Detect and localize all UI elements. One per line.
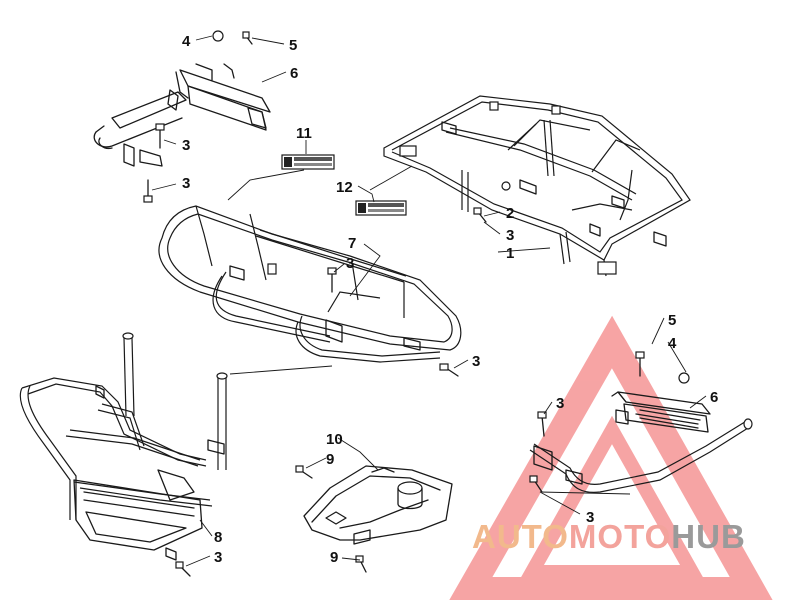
callout-5: 5 [289, 37, 297, 54]
leader-lines [151, 35, 707, 567]
front-bumper [19, 332, 228, 561]
watermark-wordmark: AUTOMOTOHUB [472, 518, 746, 555]
watermark-moto: MOTO [569, 518, 671, 555]
callout-7: 7 [348, 235, 356, 252]
callout-3: 3 [182, 137, 190, 154]
fasteners [175, 207, 547, 577]
callout-3: 3 [586, 509, 594, 526]
callout-labels: 4 5 6 3 3 11 12 2 3 1 7 3 3 5 4 6 3 10 9… [182, 33, 718, 566]
svg-text:AUTOMOTOHUB: AUTOMOTOHUB [472, 518, 746, 555]
callout-3: 3 [214, 549, 222, 566]
callout-3: 3 [346, 255, 354, 272]
callout-4: 4 [668, 335, 677, 352]
callout-11: 11 [296, 125, 312, 142]
rear-rack [383, 95, 691, 277]
callout-6: 6 [290, 65, 298, 82]
watermark-auto: AUTO [472, 518, 569, 555]
skid-plate [303, 465, 453, 545]
callout-6: 6 [710, 389, 718, 406]
callout-1: 1 [506, 245, 514, 262]
front-rack [158, 205, 462, 363]
hardware-upper-left [143, 123, 165, 203]
rear-handle-bracket-upper [93, 30, 271, 167]
callout-4: 4 [182, 33, 191, 50]
callout-2: 2 [506, 205, 514, 222]
callout-3: 3 [556, 395, 564, 412]
callout-10: 10 [326, 431, 343, 448]
callout-9: 9 [326, 451, 334, 468]
watermark-triangle-inner [520, 415, 704, 579]
rear-handle-bracket-lower [529, 351, 753, 493]
callout-3: 3 [506, 227, 514, 244]
callout-3: 3 [472, 353, 480, 370]
decal-12 [355, 200, 407, 216]
callout-5: 5 [668, 312, 676, 329]
decal-11 [281, 154, 335, 170]
callout-12: 12 [336, 179, 353, 196]
callout-9: 9 [330, 549, 338, 566]
callout-8: 8 [214, 529, 222, 546]
callout-3: 3 [182, 175, 190, 192]
watermark-hub: HUB [671, 518, 746, 555]
